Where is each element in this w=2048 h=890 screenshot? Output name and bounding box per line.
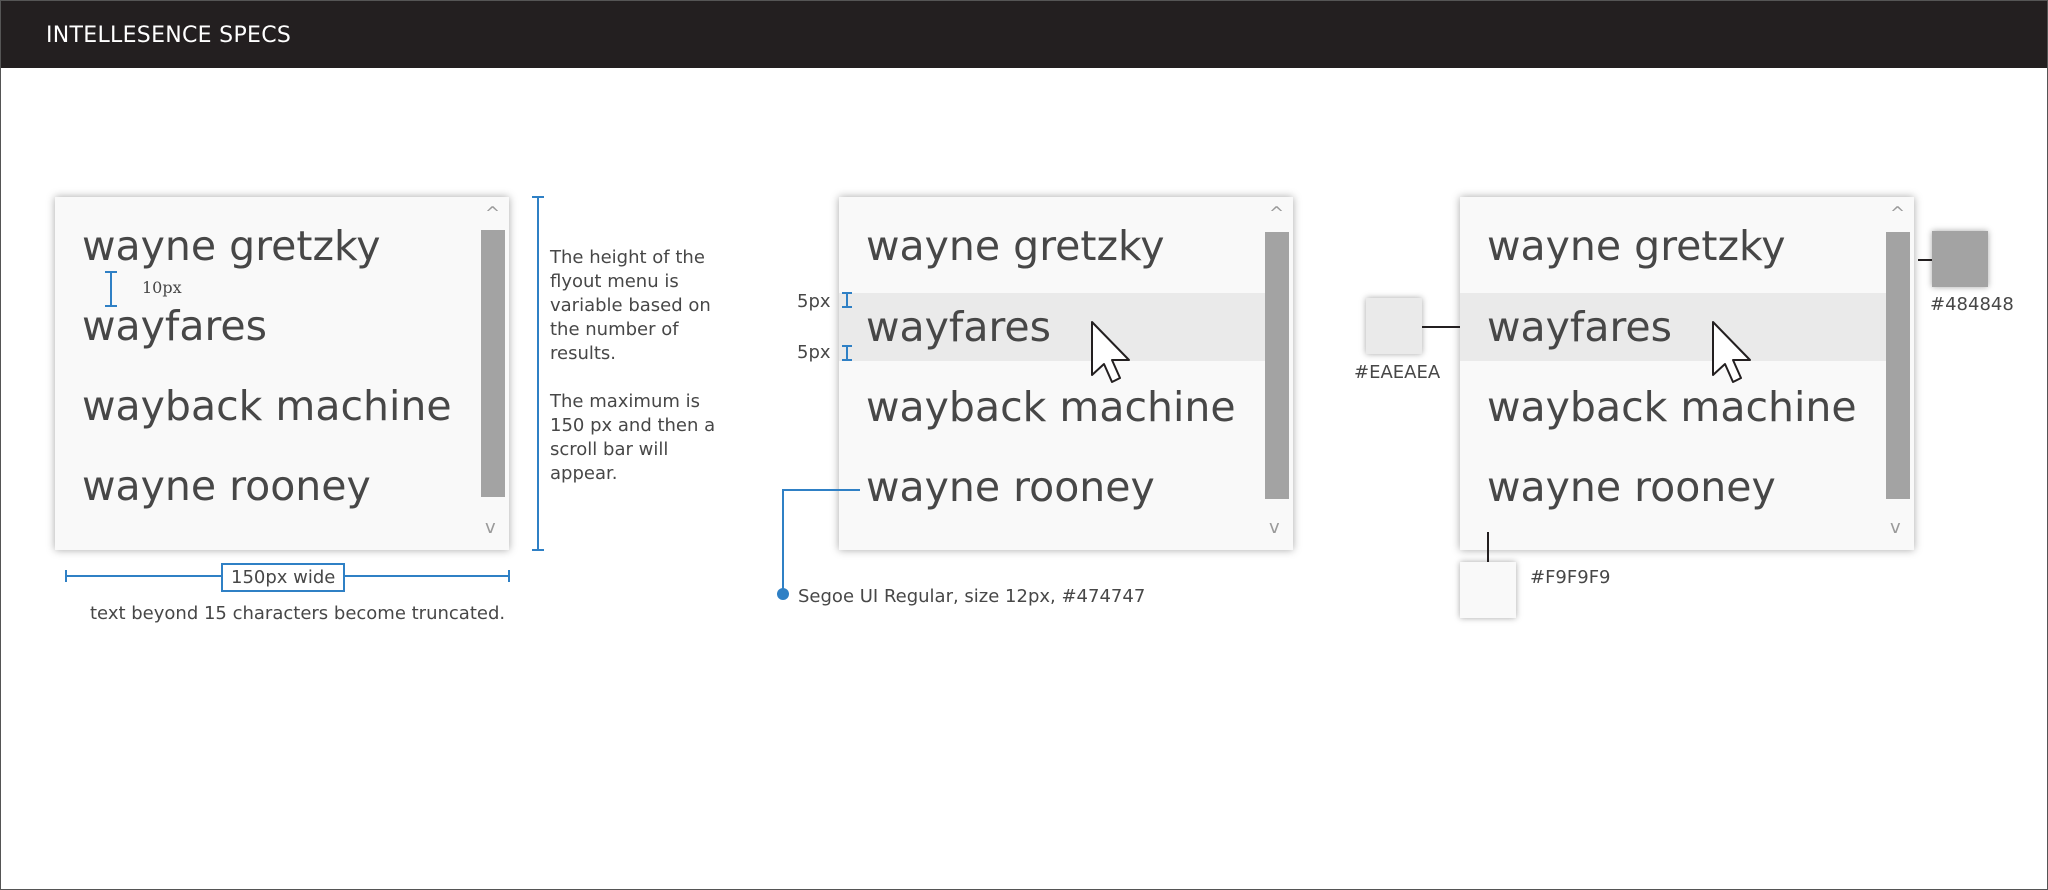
flyout-item[interactable]: wayfares [82, 302, 268, 350]
font-spec-label: Segoe UI Regular, size 12px, #474747 [798, 586, 1146, 607]
swatch-leaders [1422, 259, 1932, 562]
background-color-swatch [1460, 562, 1516, 618]
height-note-text: The height of the flyout menu is variabl… [550, 247, 711, 364]
flyout-menu-spec-size[interactable]: wayne gretzky wayfares wayback machine w… [55, 197, 509, 550]
spacing-marker [105, 271, 117, 307]
flyout-item[interactable]: wayne rooney [866, 463, 1155, 511]
cursor-icon [1091, 321, 1130, 383]
scrollbar[interactable]: ^ v [1884, 197, 1914, 550]
width-label: 150px wide [221, 563, 346, 592]
title-bar: INTELLESENCE SPECS [1, 1, 2047, 68]
scrollbar-thumb[interactable] [1265, 232, 1289, 499]
scrollbar-color-label: #484848 [1930, 294, 2014, 315]
scrollbar[interactable]: ^ v [1263, 197, 1293, 550]
scroll-up-icon[interactable]: ^ [1890, 203, 1906, 224]
item-spacing-label: 10px [142, 278, 182, 297]
height-bracket [532, 196, 544, 551]
flyout-menu-spec-colors[interactable]: wayne gretzky wayfares wayback machine w… [1460, 197, 1914, 550]
flyout-item[interactable]: wayne rooney [1487, 463, 1776, 511]
scroll-up-icon[interactable]: ^ [485, 203, 501, 224]
scroll-down-icon[interactable]: v [1890, 517, 1901, 538]
max-height-note-text: The maximum is 150 px and then a scroll … [550, 391, 716, 484]
flyout-item[interactable]: wayne rooney [82, 462, 371, 510]
flyout-menu-spec-hover[interactable]: wayne gretzky wayfares wayback machine w… [839, 197, 1293, 550]
truncation-note: text beyond 15 characters become truncat… [90, 603, 506, 624]
height-note: The height of the flyout menu is variabl… [550, 246, 725, 510]
width-bracket [65, 570, 510, 582]
flyout-item[interactable]: wayback machine [82, 382, 452, 430]
page-title: INTELLESENCE SPECS [46, 23, 292, 48]
flyout-item[interactable]: wayne gretzky [866, 222, 1165, 270]
padding-markers [842, 292, 852, 361]
flyout-item[interactable]: wayback machine [866, 383, 1236, 431]
scroll-down-icon[interactable]: v [1269, 517, 1280, 538]
scroll-down-icon[interactable]: v [485, 517, 496, 538]
font-spec-leader [782, 489, 860, 594]
flyout-item-hover[interactable]: wayfares [1460, 293, 1890, 361]
flyout-item[interactable]: wayne gretzky [82, 222, 381, 270]
flyout-item[interactable]: wayback machine [1487, 383, 1857, 431]
flyout-item-hover[interactable]: wayfares [839, 293, 1269, 361]
hover-color-label: #EAEAEA [1354, 362, 1441, 383]
scrollbar-thumb[interactable] [481, 230, 505, 497]
font-spec-dot [777, 588, 789, 600]
cursor-icon [1712, 321, 1751, 383]
scroll-up-icon[interactable]: ^ [1269, 203, 1285, 224]
scrollbar[interactable]: ^ v [479, 197, 509, 550]
scrollbar-color-swatch [1932, 231, 1988, 287]
scrollbar-thumb[interactable] [1886, 232, 1910, 499]
flyout-item[interactable]: wayne gretzky [1487, 222, 1786, 270]
hover-color-swatch [1366, 298, 1422, 354]
padding-bottom-label: 5px [797, 342, 831, 363]
padding-top-label: 5px [797, 291, 831, 312]
background-color-label: #F9F9F9 [1530, 567, 1611, 588]
